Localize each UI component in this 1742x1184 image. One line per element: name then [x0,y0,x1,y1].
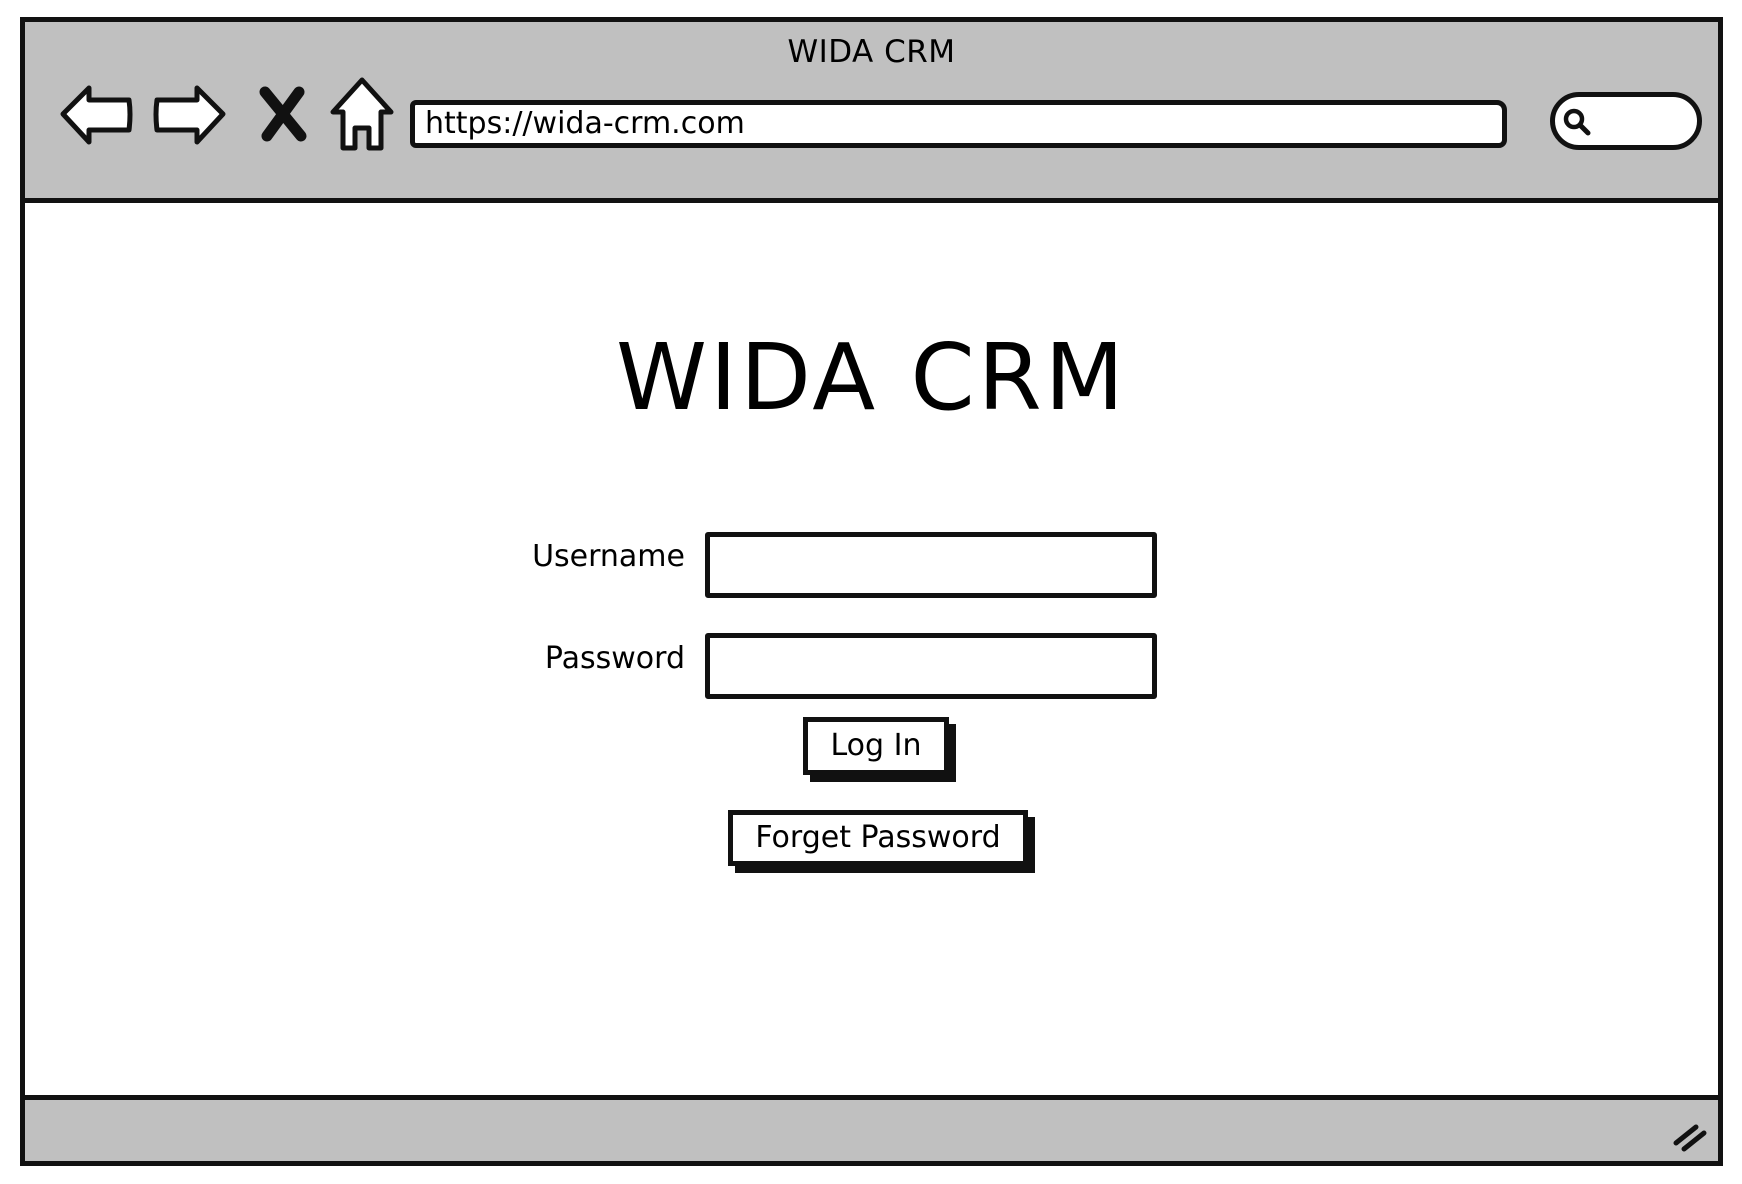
browser-toolbar: WIDA CRM https://wida-crm.com [25,22,1718,203]
browser-window: WIDA CRM https://wida-crm.com [20,17,1723,1166]
address-bar[interactable]: https://wida-crm.com [410,100,1507,148]
home-icon [330,77,394,151]
back-button[interactable] [57,74,137,154]
stop-button[interactable] [253,74,313,154]
home-button[interactable] [325,74,399,154]
username-input[interactable] [705,532,1157,598]
window-title: WIDA CRM [787,34,956,70]
browser-search-box[interactable] [1550,92,1702,150]
forget-password-button[interactable]: Forget Password [728,810,1028,866]
search-icon [1563,108,1591,136]
password-label: Password [544,641,685,676]
username-label: Username [532,539,685,574]
password-input[interactable] [705,633,1157,699]
resize-grip-icon[interactable] [1670,1115,1710,1155]
status-bar [25,1095,1718,1161]
login-button[interactable]: Log In [803,717,949,775]
close-icon [259,86,307,142]
forward-arrow-icon [153,85,226,145]
forward-button[interactable] [149,74,229,154]
back-arrow-icon [60,85,133,145]
page-content: WIDA CRM Username Password Log In Forget… [25,203,1718,1095]
page-title: WIDA CRM [615,324,1128,431]
